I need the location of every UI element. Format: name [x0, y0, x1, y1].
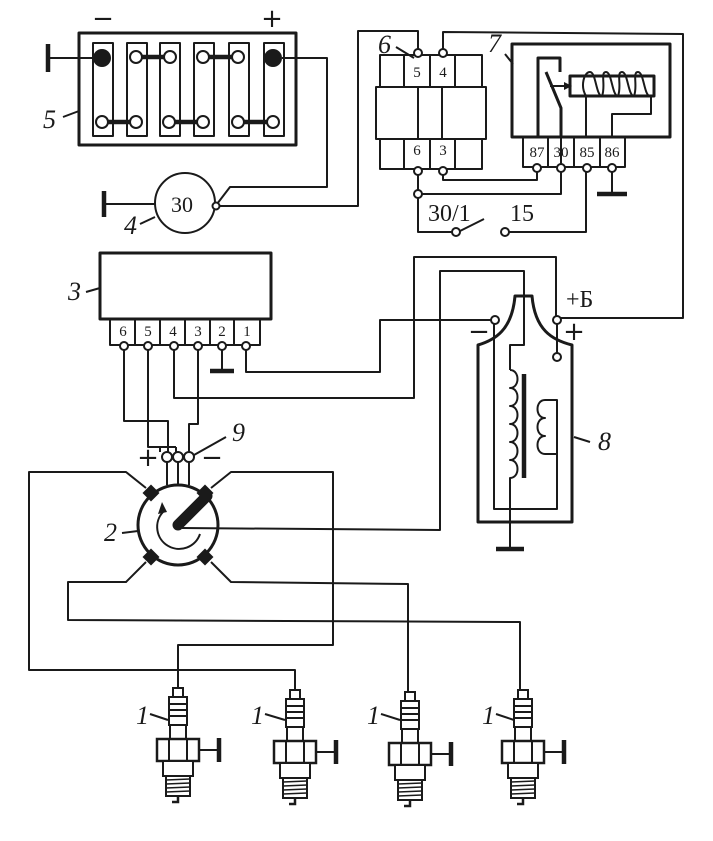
battery-negative-terminal — [93, 49, 111, 67]
label-3: 3 — [67, 277, 81, 306]
relay-coil-core — [568, 74, 656, 98]
wire-generator-switch — [219, 30, 419, 207]
wire-coil-hv — [181, 270, 525, 531]
relay-pin-87: 87 — [530, 145, 546, 161]
label-9: 9 — [232, 418, 245, 447]
label-1: 1 — [136, 701, 149, 730]
wire-battery-generator — [216, 57, 328, 205]
wire-plug-2 — [178, 669, 296, 690]
hall-minus-sign: − — [201, 443, 223, 473]
coil-minus-sign: − — [468, 317, 490, 347]
label-6: 6 — [378, 30, 391, 59]
contact-15-terminal — [500, 227, 510, 237]
switch-pin-5: 5 — [413, 65, 421, 81]
switch-pin-4: 4 — [439, 65, 447, 81]
relay-pin-85: 85 — [580, 145, 595, 161]
label-5: 5 — [43, 105, 56, 134]
spark-plug-1: 1 — [136, 688, 219, 802]
unit-pin-6: 6 — [119, 324, 127, 340]
wire-plug-4 — [67, 561, 521, 692]
label-1: 1 — [367, 701, 380, 730]
wire-hall-minus — [188, 350, 199, 452]
spark-plug-4: 1 — [482, 690, 564, 804]
spark-plug-3: 1 — [367, 692, 451, 806]
battery: − + 5 — [43, 4, 298, 147]
coil-plus-sign: + — [563, 317, 585, 347]
wire-hall-signal — [147, 350, 161, 452]
unit-pin-5: 5 — [144, 324, 152, 340]
contact-30-1-terminal — [451, 227, 461, 237]
battery-minus-sign: − — [92, 4, 114, 34]
cell-links — [95, 50, 280, 129]
wire-contact-30-1 — [417, 198, 453, 233]
generator-terminal-label: 30 — [171, 192, 193, 217]
coil-secondary-winding — [509, 369, 519, 488]
battery-cells — [92, 42, 285, 137]
wire-plug-2-route — [177, 471, 334, 670]
relay-coil-winding — [582, 71, 651, 97]
relay-fixed-contact — [536, 56, 562, 137]
ignition-contact-lever — [459, 218, 485, 232]
wire-switch-relay-87 — [442, 172, 538, 181]
contact-30-1-label: 30/1 — [428, 201, 471, 227]
hall-plus-sign: + — [137, 443, 159, 473]
distributor-contacts — [142, 484, 214, 566]
contact-15-label: 15 — [510, 201, 534, 227]
wire-switch-relay-30 — [417, 172, 562, 195]
label-1: 1 — [482, 701, 495, 730]
battery-plus-sign: + — [261, 4, 283, 34]
battery-case — [77, 31, 298, 147]
wire-switch-coil-plus — [442, 31, 684, 319]
distributor: 2 — [104, 483, 220, 567]
switch-pin-3: 3 — [439, 143, 447, 159]
coil-case — [476, 294, 574, 524]
label-2: 2 — [104, 518, 117, 547]
unit-pin-2: 2 — [218, 324, 226, 340]
distributor-cap — [136, 483, 220, 567]
spark-plug-2: 1 — [251, 690, 336, 804]
relay: 87 30 85 86 7 — [488, 29, 672, 197]
label-4: 4 — [124, 211, 137, 240]
coil-battery-terminal-label: +Б — [566, 287, 593, 313]
wire-contact-15-relay-85 — [509, 172, 587, 233]
wire-plug-3 — [210, 561, 409, 692]
switch-unit-body — [98, 251, 273, 321]
ignition-coil: − + +Б 8 — [468, 287, 611, 552]
wire-unit-pin4-coil-plus — [173, 256, 557, 399]
wire-plug-1 — [28, 471, 179, 690]
label-1: 1 — [251, 701, 264, 730]
relay-pin-86: 86 — [605, 145, 621, 161]
switch-pin-6: 6 — [413, 143, 421, 159]
unit-pin-3: 3 — [194, 324, 202, 340]
coil-minus-terminal — [490, 315, 500, 325]
label-7: 7 — [488, 29, 502, 58]
switch-unit: 6 5 4 3 2 1 3 — [67, 251, 273, 374]
hall-sensor: + − 9 — [137, 418, 245, 485]
wire-hall-plus — [123, 350, 169, 452]
distributor-rotor — [172, 490, 213, 531]
relay-pin-30: 30 — [554, 145, 569, 161]
coil-plus-terminal — [552, 315, 562, 325]
wire-unit-coil-minus — [245, 319, 494, 373]
unit-pin-4: 4 — [169, 324, 177, 340]
coil-primary-winding — [536, 399, 557, 455]
relay-moving-contact — [544, 71, 563, 137]
generator: 30 4 — [101, 172, 221, 240]
label-8: 8 — [598, 427, 611, 456]
unit-pin-1: 1 — [243, 324, 251, 340]
ignition-switch: 5 4 6 3 6 — [375, 30, 487, 176]
battery-positive-terminal — [264, 49, 282, 67]
